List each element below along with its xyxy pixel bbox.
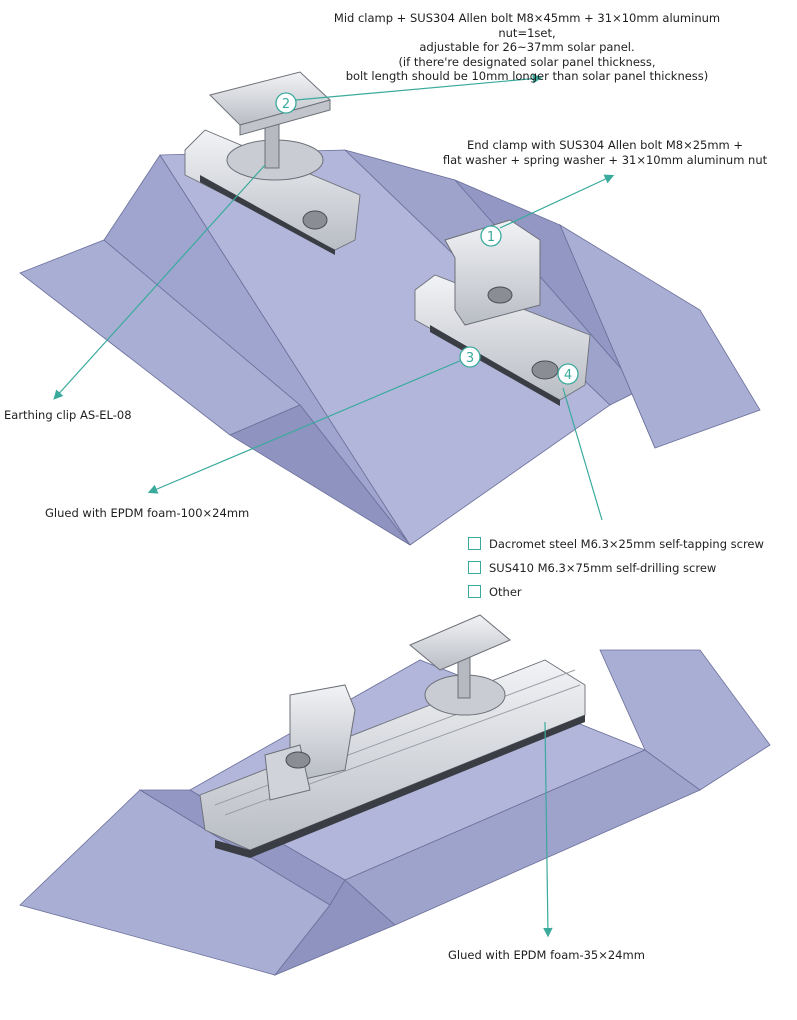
top-left-rail [184,71,361,255]
checkbox-icon[interactable] [468,537,481,550]
marker-3-text: 3 [466,351,474,366]
mid-clamp-line-4: bolt length should be 10mm longer than s… [345,69,709,83]
bottom-rail [199,614,586,858]
mid-clamp-line-2: adjustable for 26~37mm solar panel. [419,40,635,54]
marker-2: 2 [275,92,297,114]
screw-option-1-label: Dacromet steel M6.3×25mm self-tapping sc… [489,537,764,551]
mid-clamp-callout: Mid clamp + SUS304 Allen bolt M8×45mm + … [312,11,742,84]
epdm-bottom-label: Glued with EPDM foam-35×24mm [448,948,645,962]
screw-option-1[interactable]: Dacromet steel M6.3×25mm self-tapping sc… [468,537,764,551]
earthing-clip-label: Earthing clip AS-EL-08 [4,408,132,422]
checkbox-icon[interactable] [468,585,481,598]
screw-option-3[interactable]: Other [468,585,522,599]
end-clamp-callout: End clamp with SUS304 Allen bolt M8×25mm… [430,138,780,167]
leader-epdm-bottom [543,721,553,938]
marker-4-text: 4 [564,368,572,383]
epdm-top-label: Glued with EPDM foam-100×24mm [45,506,250,520]
bottom-roof-sheet [19,649,771,976]
end-clamp-line-1: End clamp with SUS304 Allen bolt M8×25mm… [466,138,744,152]
checkbox-icon[interactable] [468,561,481,574]
leader-mid-clamp [295,73,543,101]
marker-1-text: 1 [487,230,495,245]
leader-screw [562,387,603,521]
marker-2-text: 2 [282,97,290,112]
end-clamp-line-2: flat washer + spring washer + 31×10mm al… [442,152,768,167]
number-markers: 1 2 3 4 [275,92,579,385]
mid-clamp-line-1: Mid clamp + SUS304 Allen bolt M8×45mm + … [333,11,721,40]
leader-earthing-clip [53,164,266,400]
screw-option-3-label: Other [489,585,522,599]
leader-epdm-top [147,359,463,494]
leader-end-clamp [499,174,615,229]
leader-lines [53,73,615,938]
screw-option-2[interactable]: SUS410 M6.3×75mm self-drilling screw [468,561,716,575]
screw-option-2-label: SUS410 M6.3×75mm self-drilling screw [489,561,717,575]
mid-clamp-line-3: (if there're designated solar panel thic… [398,54,656,69]
marker-3: 3 [459,346,481,368]
top-roof-sheet [19,149,761,546]
marker-1: 1 [480,225,502,247]
marker-4: 4 [557,363,579,385]
top-right-rail [414,219,591,406]
